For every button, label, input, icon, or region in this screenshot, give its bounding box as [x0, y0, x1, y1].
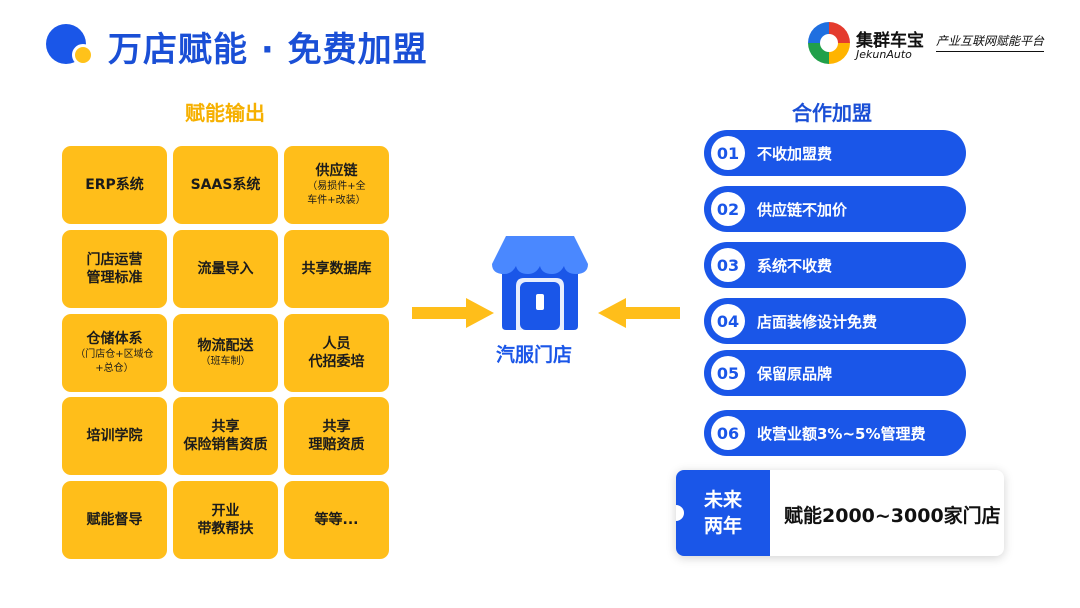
future-goal-tag: 未来 两年	[676, 470, 770, 556]
tile-title: 物流配送	[197, 338, 254, 354]
storefront-icon	[492, 236, 588, 330]
empowerment-tile: 门店运营 管理标准	[62, 230, 167, 308]
empowerment-tile: 供应链 （易损件+全 车件+改装）	[284, 146, 389, 224]
tile-title: 共享数据库	[301, 261, 372, 277]
partnership-item-number: 03	[711, 248, 745, 282]
empowerment-tile: 共享 理赔资质	[284, 397, 389, 475]
arrow-left-icon	[598, 298, 680, 328]
partnership-item-number: 05	[711, 356, 745, 390]
partnership-item-number: 04	[711, 304, 745, 338]
partnership-item-label: 店面装修设计免费	[757, 312, 878, 331]
partnership-item-label: 保留原品牌	[757, 364, 833, 383]
tile-title: 培训学院	[86, 428, 143, 444]
tile-title: 共享 理赔资质	[308, 419, 365, 453]
empowerment-tile: 物流配送 （班车制）	[173, 314, 278, 392]
partnership-item-number: 02	[711, 192, 745, 226]
partnership-item-label: 系统不收费	[757, 256, 833, 275]
arrow-right-icon	[412, 298, 494, 328]
title-logo-icon	[46, 24, 98, 68]
partnership-item-label: 不收加盟费	[757, 144, 833, 163]
future-goal-tag-line2: 两年	[703, 515, 742, 537]
partnership-item-label: 收营业额3%~5%管理费	[757, 424, 926, 443]
partnership-item: 06 收营业额3%~5%管理费	[704, 410, 966, 456]
tile-title: ERP系统	[85, 177, 144, 193]
tile-title: 流量导入	[197, 261, 254, 277]
tile-title: 门店运营 管理标准	[86, 252, 143, 286]
partnership-item: 02 供应链不加价	[704, 186, 966, 232]
partnership-item-label: 供应链不加价	[757, 200, 848, 219]
tile-title: 仓储体系	[86, 331, 143, 347]
future-goal-card: 未来 两年 赋能2000~3000家门店	[676, 470, 1004, 556]
empowerment-heading: 赋能输出	[185, 101, 265, 125]
tile-subtitle: （班车制）	[200, 356, 251, 367]
tile-title: 人员 代招委培	[308, 336, 365, 370]
partnership-item-number: 01	[711, 136, 745, 170]
empowerment-tile: 培训学院	[62, 397, 167, 475]
partnership-item: 04 店面装修设计免费	[704, 298, 966, 344]
future-goal-text: 赋能2000~3000家门店	[784, 505, 1001, 527]
partnership-heading: 合作加盟	[792, 101, 872, 125]
empowerment-tile: 等等...	[284, 481, 389, 559]
tile-title: 赋能督导	[86, 512, 143, 528]
brand-logo-icon	[808, 22, 850, 64]
brand-header: 集群车宝 JekunAuto 产业互联网赋能平台	[808, 22, 1068, 66]
empowerment-tile: 开业 带教帮扶	[173, 481, 278, 559]
tile-title: 共享 保险销售资质	[183, 419, 268, 453]
empowerment-tile: 仓储体系 （门店仓+区域仓 +总仓）	[62, 314, 167, 392]
partnership-item-number: 06	[711, 416, 745, 450]
empowerment-tile: 共享 保险销售资质	[173, 397, 278, 475]
brand-name: 集群车宝	[856, 31, 924, 51]
empowerment-tile: 共享数据库	[284, 230, 389, 308]
empowerment-tile: 流量导入	[173, 230, 278, 308]
empowerment-tile: 赋能督导	[62, 481, 167, 559]
partnership-item: 03 系统不收费	[704, 242, 966, 288]
partnership-item: 05 保留原品牌	[704, 350, 966, 396]
tile-subtitle: （门店仓+区域仓 +总仓）	[75, 349, 154, 374]
empowerment-tile: ERP系统	[62, 146, 167, 224]
card-notch	[676, 505, 684, 521]
brand-slogan: 产业互联网赋能平台	[936, 32, 1045, 52]
page-title: 万店赋能 · 免费加盟	[108, 30, 428, 70]
empowerment-tile: SAAS系统	[173, 146, 278, 224]
store-label: 汽服门店	[496, 344, 573, 366]
tile-subtitle: （易损件+全 车件+改装）	[307, 181, 366, 206]
tile-title: 供应链	[315, 163, 358, 179]
tile-title: 开业 带教帮扶	[197, 503, 254, 537]
future-goal-tag-line1: 未来	[703, 489, 742, 511]
empowerment-tile: 人员 代招委培	[284, 314, 389, 392]
partnership-item: 01 不收加盟费	[704, 130, 966, 176]
tile-title: SAAS系统	[190, 177, 261, 193]
brand-english-name: JekunAuto	[856, 48, 912, 61]
tile-title: 等等...	[314, 512, 359, 528]
